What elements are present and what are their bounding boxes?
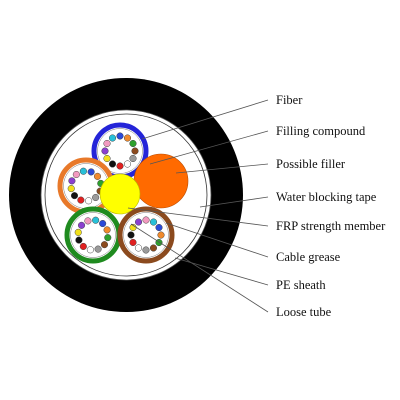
loose-tube-brown bbox=[117, 206, 175, 264]
fiber bbox=[108, 160, 117, 168]
fiber bbox=[67, 185, 75, 193]
fiber bbox=[86, 246, 94, 254]
fiber bbox=[103, 226, 111, 234]
fiber bbox=[116, 162, 124, 170]
fiber bbox=[101, 147, 109, 155]
fiber bbox=[123, 134, 132, 142]
fiber bbox=[129, 139, 137, 148]
leader-line bbox=[130, 223, 269, 313]
fiber bbox=[74, 228, 82, 236]
label-filling-compound: Filling compound bbox=[276, 124, 366, 138]
fiber bbox=[70, 192, 79, 200]
loose-tube-wall bbox=[64, 206, 122, 264]
fiber bbox=[68, 177, 76, 185]
cable-core-outline bbox=[44, 113, 208, 277]
fiber bbox=[155, 223, 163, 232]
fiber bbox=[127, 231, 135, 239]
frp-strength-member bbox=[99, 173, 141, 215]
fiber bbox=[99, 219, 107, 228]
leader-line bbox=[149, 130, 269, 165]
fiber bbox=[103, 139, 111, 148]
fiber bbox=[129, 238, 137, 247]
loose-tube-blue bbox=[91, 122, 149, 180]
label-frp-strength-member: FRP strength member bbox=[276, 219, 386, 233]
fiber bbox=[92, 216, 100, 224]
leader-line bbox=[199, 196, 269, 208]
fiber bbox=[103, 154, 111, 163]
fiber bbox=[75, 236, 83, 244]
leader-line bbox=[141, 99, 269, 140]
filling-compound bbox=[70, 212, 116, 258]
fiber bbox=[108, 134, 117, 142]
possible-filler bbox=[133, 153, 189, 209]
loose-tube-wall bbox=[117, 206, 175, 264]
fiber bbox=[142, 246, 150, 254]
fiber bbox=[131, 147, 139, 155]
loose-tube-green bbox=[64, 206, 122, 264]
fiber bbox=[92, 193, 100, 202]
fiber bbox=[149, 218, 158, 226]
fiber bbox=[79, 167, 87, 175]
fiber bbox=[77, 196, 85, 204]
label-water-blocking-tape: Water blocking tape bbox=[276, 190, 377, 204]
leader-line bbox=[165, 222, 269, 258]
label-pe-sheath: PE sheath bbox=[276, 278, 326, 292]
leader-line bbox=[175, 163, 269, 174]
fiber bbox=[87, 168, 95, 176]
fiber bbox=[104, 234, 112, 242]
filling-compound bbox=[97, 128, 143, 174]
fiber bbox=[93, 172, 102, 180]
fiber bbox=[79, 242, 87, 251]
fiber bbox=[77, 221, 86, 229]
fiber bbox=[116, 132, 124, 140]
fiber bbox=[100, 241, 109, 249]
fiber bbox=[84, 217, 92, 225]
label-possible-filler: Possible filler bbox=[276, 157, 346, 171]
filling-compound bbox=[123, 212, 169, 258]
fiber bbox=[72, 170, 80, 179]
fiber bbox=[134, 244, 143, 252]
fiber bbox=[149, 244, 158, 252]
fiber bbox=[142, 216, 150, 224]
fiber bbox=[94, 245, 102, 253]
label-fiber: Fiber bbox=[276, 93, 303, 107]
label-loose-tube: Loose tube bbox=[276, 305, 332, 319]
leader-line bbox=[127, 207, 269, 227]
fiber bbox=[129, 154, 137, 163]
fiber bbox=[123, 160, 132, 168]
fiber bbox=[85, 197, 93, 205]
fiber bbox=[157, 231, 165, 239]
label-cable-grease: Cable grease bbox=[276, 250, 341, 264]
fiber bbox=[134, 218, 143, 226]
